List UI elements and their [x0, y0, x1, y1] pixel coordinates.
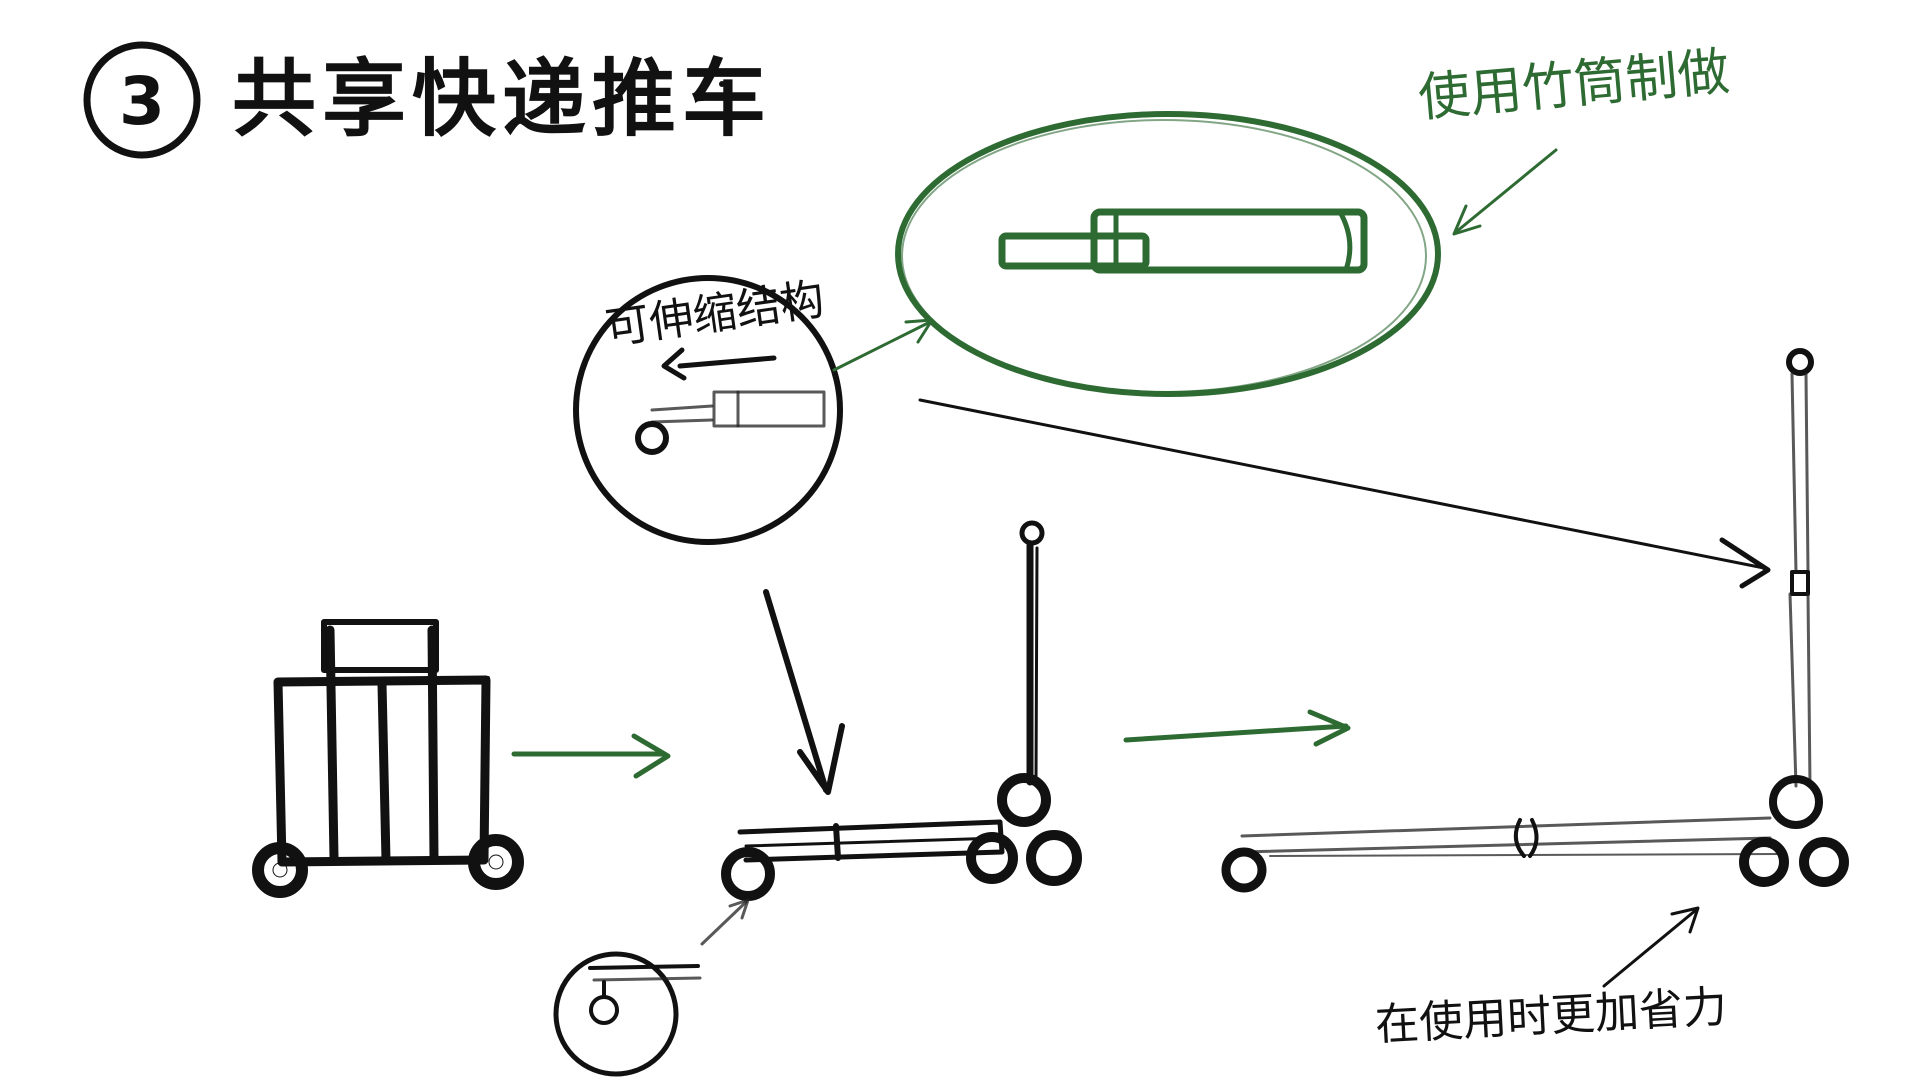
label-telescopic: 可伸缩结构 [602, 274, 827, 355]
effortless-label-arrow [1602, 906, 1700, 988]
folded-cart-wheel-right [468, 834, 524, 890]
label-effortless: 在使用时更加省力 [1374, 982, 1728, 1051]
unfolded-cart [721, 520, 1082, 901]
title-group: 3 共享快递推车 [83, 41, 772, 159]
step-badge-circle [83, 41, 201, 159]
folded-cart [252, 619, 524, 898]
label-bamboo: 使用竹筒制做 [1416, 42, 1732, 129]
wheel-detail-zoom [553, 898, 750, 1077]
step-number: 3 [119, 63, 165, 140]
pointer-arrow-down [763, 589, 845, 795]
extended-cart [1221, 348, 1849, 893]
flow-arrow-1 [511, 733, 671, 779]
zoom-arrow-green [832, 318, 934, 372]
extension-arrow [918, 398, 1771, 589]
title-dot [719, 81, 725, 87]
bamboo-label-arrow [1452, 148, 1558, 236]
folded-cart-wheel-left [252, 842, 308, 898]
bamboo-detail [895, 111, 1441, 397]
page-title: 共享快递推车 [232, 50, 772, 148]
telescopic-detail: 可伸缩结构 [573, 274, 843, 545]
flow-arrow-2 [1123, 709, 1351, 747]
